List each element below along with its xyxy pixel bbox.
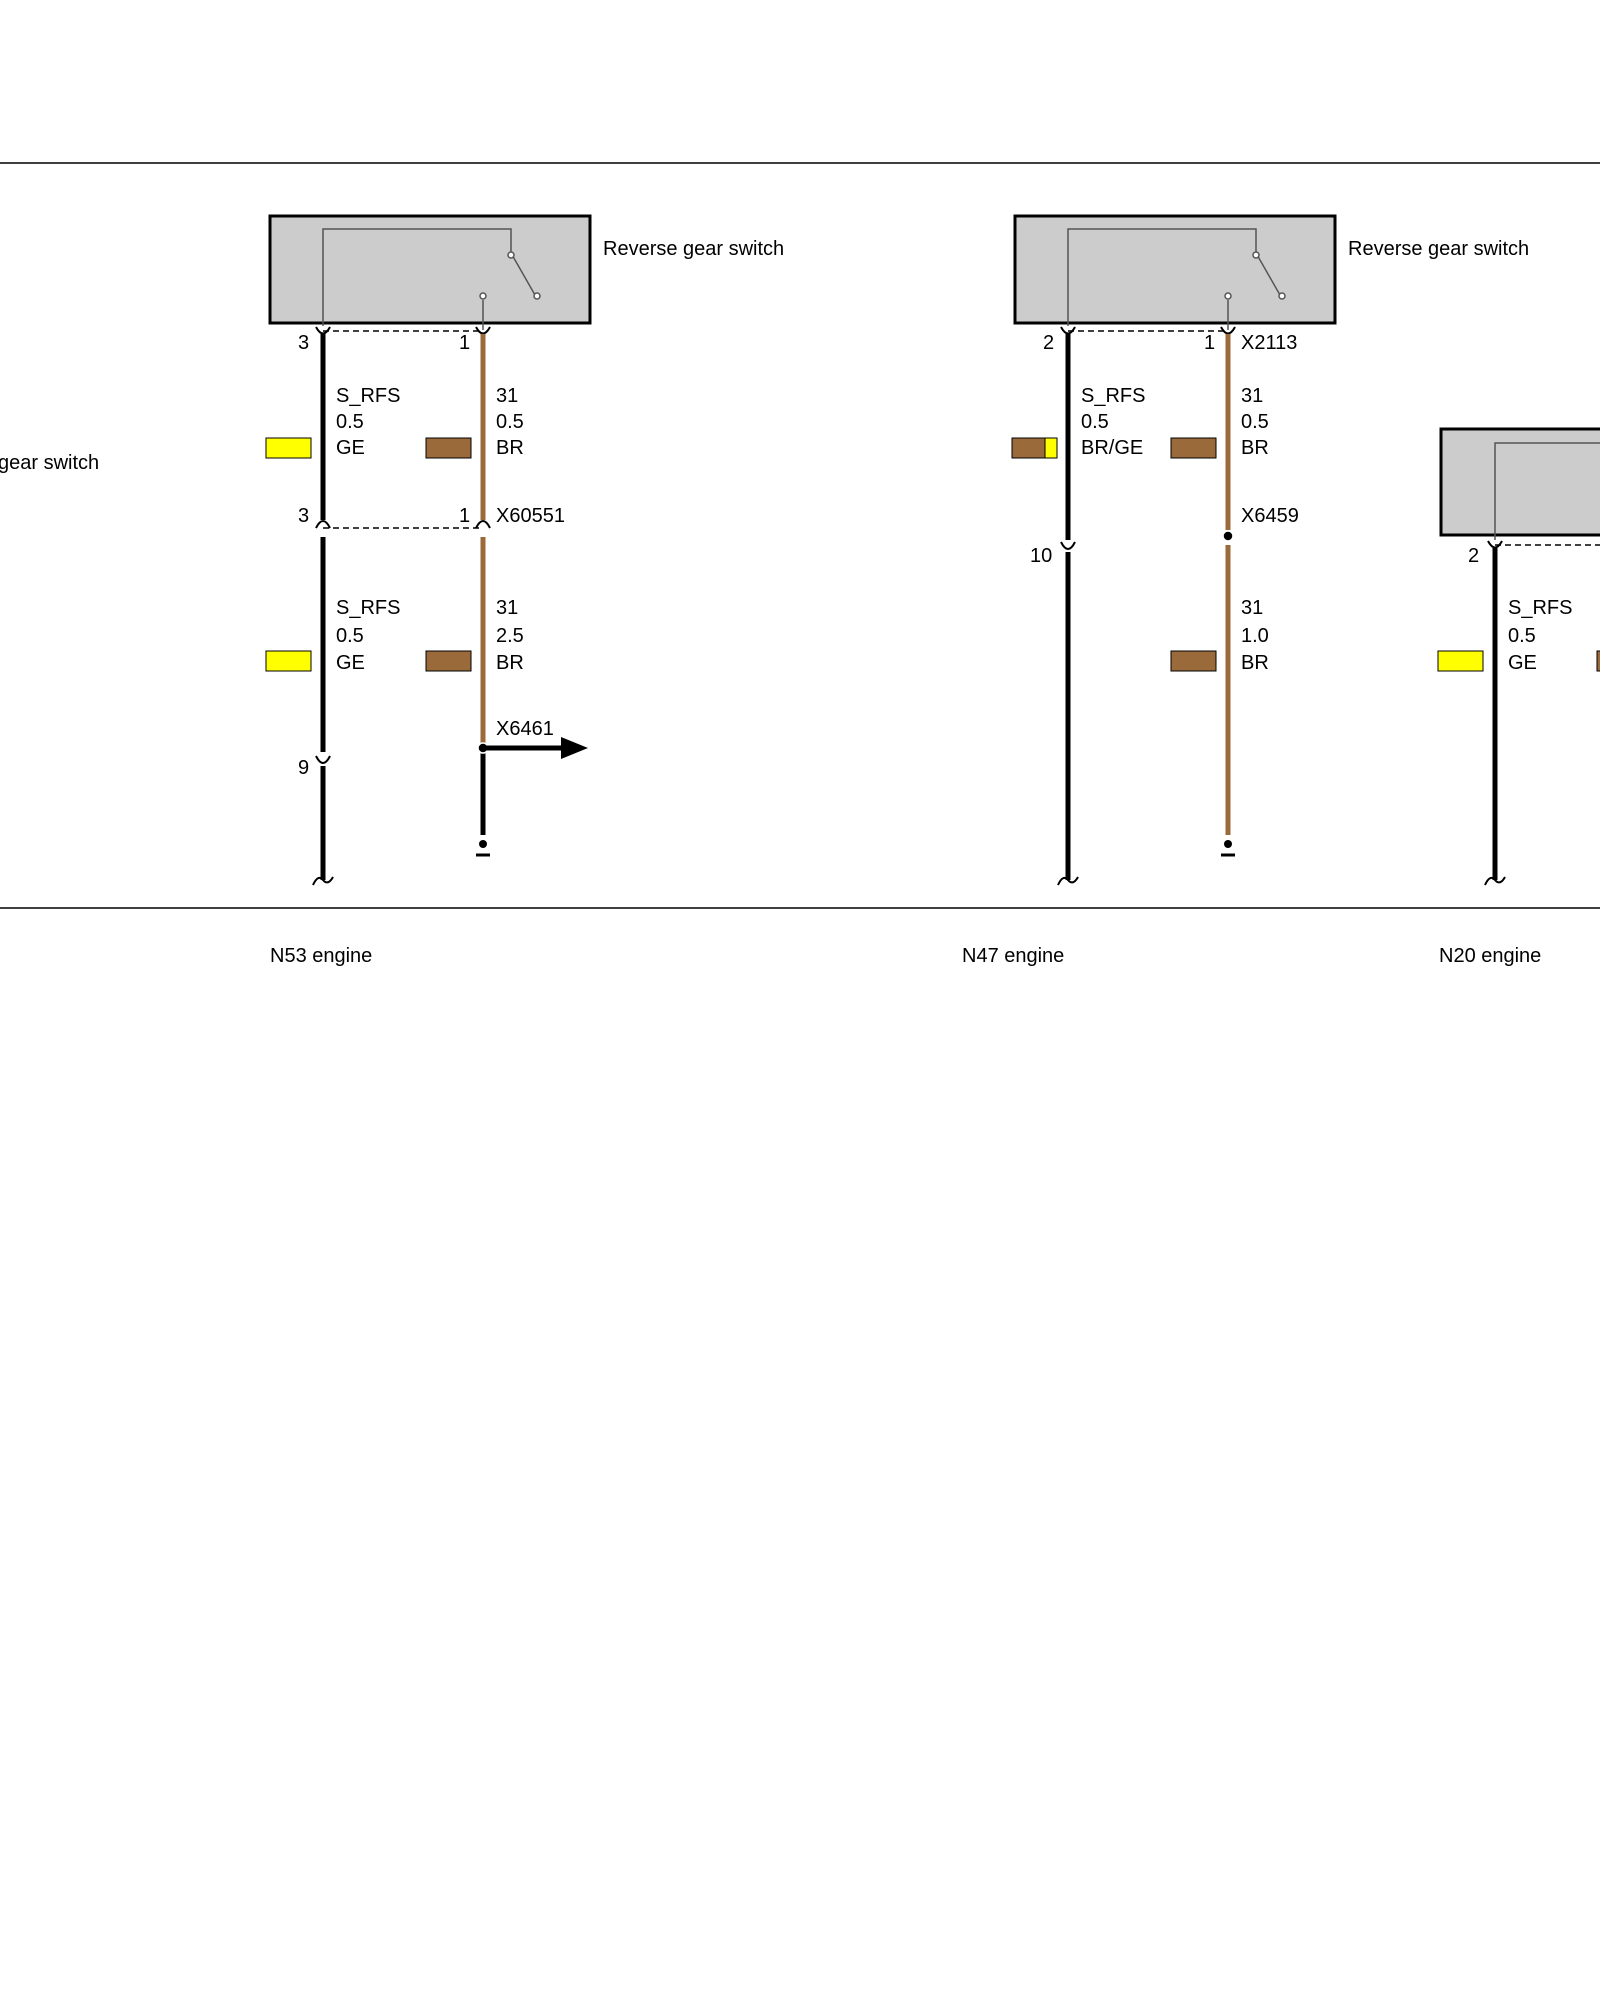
n53-wire-b-upper-color: BR (496, 437, 524, 459)
n47-wire-b-upper-signal: 31 (1241, 385, 1263, 407)
n53-pin-hook (475, 326, 491, 335)
n53-pin-top-right: 1 (459, 332, 470, 354)
n47-component-label: Reverse gear switch (1348, 238, 1529, 260)
n53-wire-a-upper-signal: S_RFS (336, 385, 400, 407)
n20-engine-label: N20 engine (1439, 945, 1541, 967)
n53-wire-a-upper-color: GE (336, 437, 365, 459)
n53-wire-b-upper-size: 0.5 (496, 411, 524, 433)
n53-swatch-br-lower (425, 650, 472, 672)
n53-wire-a-upper-size: 0.5 (336, 411, 364, 433)
n47-reverse-gear-switch-box (1013, 214, 1337, 325)
n47-pin-hook (1220, 326, 1236, 335)
n20-pin-hook (1487, 540, 1503, 549)
n53-pin-mid-left: 3 (298, 505, 309, 527)
n47-swatch-ge (1044, 437, 1058, 459)
n47-wire-b-lower-signal: 31 (1241, 597, 1263, 619)
n47-pin-hook (1060, 541, 1076, 550)
n47-wire-b-lower-color: BR (1241, 652, 1269, 674)
n47-connector-top-label: X2113 (1241, 332, 1297, 354)
n53-switch-symbol (322, 228, 541, 330)
n47-pin-mid-left: 10 (1030, 545, 1052, 567)
left-cut-label: gear switch (0, 452, 99, 474)
n53-swatch-ge-upper (265, 437, 312, 459)
n53-wire-b-upper-signal: 31 (496, 385, 518, 407)
n47-engine-label: N47 engine (962, 945, 1064, 967)
n20-wire-end (1484, 876, 1506, 886)
panel-n47: Reverse gear switch 2 1 X2113 X6459 10 S… (962, 214, 1529, 967)
n53-pin-hook (315, 755, 331, 764)
n20-swatch-ge (1437, 650, 1484, 672)
n53-pin-hook (315, 520, 331, 529)
n53-reverse-gear-switch-box (268, 214, 592, 325)
n53-ground-dot (479, 840, 487, 848)
n53-pin-top-left: 3 (298, 332, 309, 354)
n53-engine-label: N53 engine (270, 945, 372, 967)
n53-connector-mid-label: X60551 (496, 505, 565, 527)
n53-swatch-ge-lower (265, 650, 312, 672)
n47-wire-b-lower-size: 1.0 (1241, 625, 1269, 647)
n47-wire-b-upper-color: BR (1241, 437, 1269, 459)
n47-wire-a-upper-signal: S_RFS (1081, 385, 1145, 407)
n53-pin-hook (315, 326, 331, 335)
n47-pin-top-left: 2 (1043, 332, 1054, 354)
n53-pin-hook (475, 520, 491, 529)
n47-wire-end (1057, 876, 1079, 886)
n20-component-box (1439, 427, 1600, 537)
n53-wire-end (312, 876, 334, 886)
n47-switch-symbol (1067, 228, 1286, 330)
n53-connector-bottom-label: X6461 (496, 718, 554, 740)
n47-pin-hook (1060, 326, 1076, 335)
n53-wire-b-lower-signal: 31 (496, 597, 518, 619)
n20-wire-a-upper-color: GE (1508, 652, 1537, 674)
n20-swatch-partial (1596, 650, 1600, 672)
n53-wire-a-lower-color: GE (336, 652, 365, 674)
panel-n53: Reverse gear switch 3 1 3 1 X60551 9 X64… (265, 214, 784, 967)
n53-wire-b-lower-size: 2.5 (496, 625, 524, 647)
n20-wire-a-upper-size: 0.5 (1508, 625, 1536, 647)
n47-swatch-br-lower (1170, 650, 1217, 672)
n47-swatch-br-upper (1170, 437, 1217, 459)
n47-splice-dot (1222, 530, 1234, 542)
n47-ground-dot (1224, 840, 1232, 848)
n53-component-label: Reverse gear switch (603, 238, 784, 260)
n53-wire-b-lower-color: BR (496, 652, 524, 674)
n53-pin-bottom-left: 9 (298, 757, 309, 779)
n53-arrow-head (561, 737, 588, 759)
n20-pin-top-left: 2 (1468, 545, 1479, 567)
n20-wire-a-upper-signal: S_RFS (1508, 597, 1572, 619)
n53-pin-mid-right: 1 (459, 505, 470, 527)
n53-wire-a-lower-signal: S_RFS (336, 597, 400, 619)
panel-n20: 2 S_RFS 0.5 GE N20 engine (1437, 427, 1600, 967)
n53-swatch-br-upper (425, 437, 472, 459)
n20-switch-symbol (1494, 442, 1600, 540)
n47-wire-a-upper-size: 0.5 (1081, 411, 1109, 433)
n47-wire-a-upper-color: BR/GE (1081, 437, 1143, 459)
n47-wire-b-upper-size: 0.5 (1241, 411, 1269, 433)
n47-swatch-br (1011, 437, 1046, 459)
n47-pin-top-right: 1 (1204, 332, 1215, 354)
n47-connector-mid-label: X6459 (1241, 505, 1299, 527)
n53-wire-a-lower-size: 0.5 (336, 625, 364, 647)
